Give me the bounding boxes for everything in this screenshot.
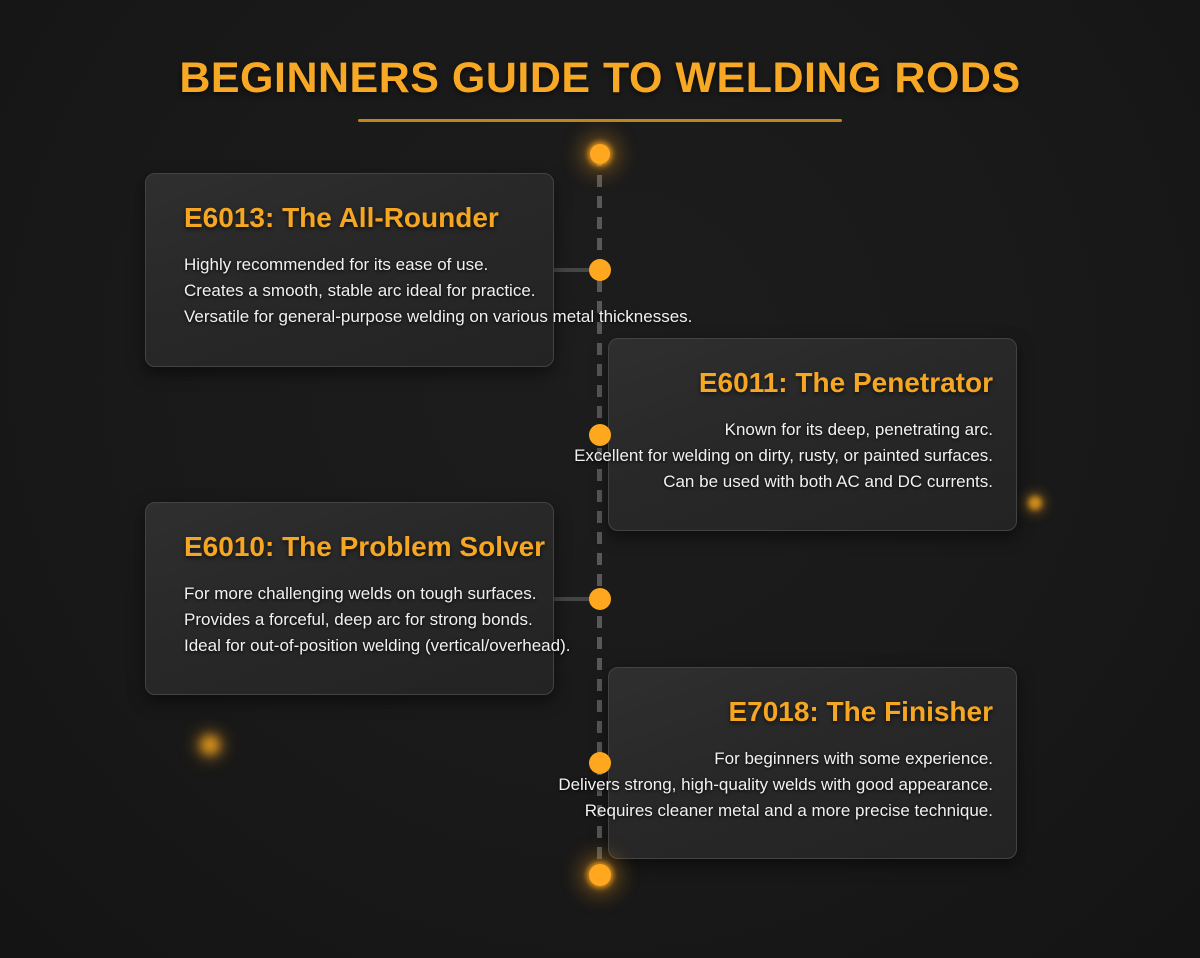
card-line: For more challenging welds on tough surf… [184, 584, 537, 603]
card-heading: E7018: The Finisher [728, 696, 993, 727]
title-underline [358, 119, 842, 122]
card-line: Excellent for welding on dirty, rusty, o… [574, 446, 993, 465]
card-line: Requires cleaner metal and a more precis… [584, 801, 993, 820]
timeline-dot-e6013 [589, 259, 611, 281]
rod-card-e6010: E6010: The Problem Solver For more chall… [145, 502, 571, 695]
card-line: Creates a smooth, stable arc ideal for p… [184, 281, 536, 300]
timeline-connector-e6013 [552, 268, 600, 272]
card-body: For beginners with some experience. Deli… [558, 746, 993, 824]
card-line: Versatile for general-purpose welding on… [184, 307, 693, 326]
timeline-dot-e7018 [589, 752, 611, 774]
card-line: Can be used with both AC and DC currents… [663, 472, 993, 491]
timeline-line [597, 154, 602, 875]
timeline-dot-e6010 [589, 588, 611, 610]
timeline-connector-e6010 [552, 597, 600, 601]
card-body: Highly recommended for its ease of use. … [184, 252, 693, 330]
glow-dot-decoration [200, 735, 220, 755]
rod-card-e6013: E6013: The All-Rounder Highly recommende… [145, 173, 693, 367]
rod-card-e6011: E6011: The Penetrator Known for its deep… [574, 338, 1017, 531]
timeline-end-dot [589, 864, 611, 886]
timeline-dot-e6011 [589, 424, 611, 446]
page-title: BEGINNERS GUIDE TO WELDING RODS [179, 54, 1021, 102]
card-line: Known for its deep, penetrating arc. [724, 420, 993, 439]
card-line: Provides a forceful, deep arc for strong… [184, 610, 533, 629]
timeline-start-dot [590, 144, 610, 164]
card-heading: E6011: The Penetrator [698, 367, 993, 398]
card-body: For more challenging welds on tough surf… [184, 581, 571, 659]
glow-dot-decoration [1028, 496, 1042, 510]
card-heading: E6010: The Problem Solver [184, 531, 546, 562]
card-line: Delivers strong, high-quality welds with… [558, 775, 993, 794]
card-line: Ideal for out-of-position welding (verti… [184, 636, 571, 655]
card-body: Known for its deep, penetrating arc. Exc… [574, 417, 993, 495]
rod-card-e7018: E7018: The Finisher For beginners with s… [558, 667, 1017, 859]
card-line: For beginners with some experience. [714, 749, 993, 768]
card-heading: E6013: The All-Rounder [184, 202, 499, 233]
card-line: Highly recommended for its ease of use. [184, 255, 489, 274]
